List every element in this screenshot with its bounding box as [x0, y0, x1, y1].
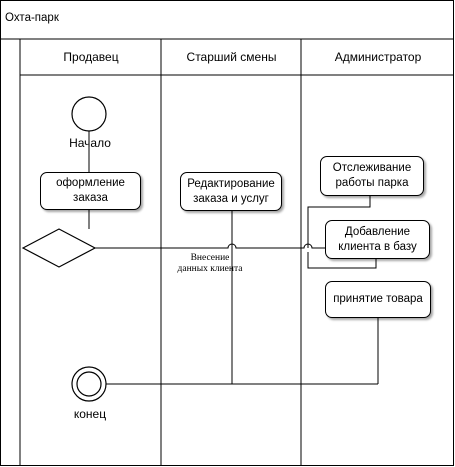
activity-add-client-line2: клиента в базу	[338, 240, 417, 253]
activity-add-client-line1: Добавление	[344, 225, 411, 238]
activity-edit-line2: заказа и услуг	[193, 192, 269, 205]
lane-header-admin: Администратор	[334, 50, 422, 64]
activity-edit-line1: Редактирование	[187, 177, 275, 190]
flow-monitor-route	[307, 195, 371, 248]
activity-order-line2: заказа	[73, 192, 108, 204]
start-label: Начало	[69, 136, 111, 150]
activity-accept-goods: принятие товара	[325, 281, 431, 318]
activity-edit: Редактирование заказа и услуг	[180, 172, 282, 211]
end-node-inner	[76, 371, 102, 397]
annotation-client-data: Внесение данных клиента	[160, 253, 260, 275]
end-label: конец	[73, 407, 107, 421]
activity-monitor-line2: работы парка	[335, 177, 409, 189]
flow-decision-to-add-client	[95, 243, 325, 249]
annotation-client-data-line1: Внесение	[190, 253, 230, 263]
activity-order-line1: оформление	[56, 177, 125, 189]
activity-monitor: Отслеживание работы парка	[320, 156, 424, 196]
activity-monitor-line1: Отслеживание	[332, 162, 412, 174]
start-node-circle	[71, 96, 107, 132]
lane-header-seller: Продавец	[63, 50, 119, 64]
pool-title: Охта-парк	[5, 12, 59, 24]
lane-header-shift-lead: Старший смены	[186, 50, 277, 64]
flow-add-client-route	[307, 252, 377, 269]
activity-order: оформление заказа	[40, 172, 141, 210]
annotation-client-data-line2: данных клиента	[177, 264, 243, 274]
activity-add-client: Добавление клиента в базу	[325, 220, 430, 259]
